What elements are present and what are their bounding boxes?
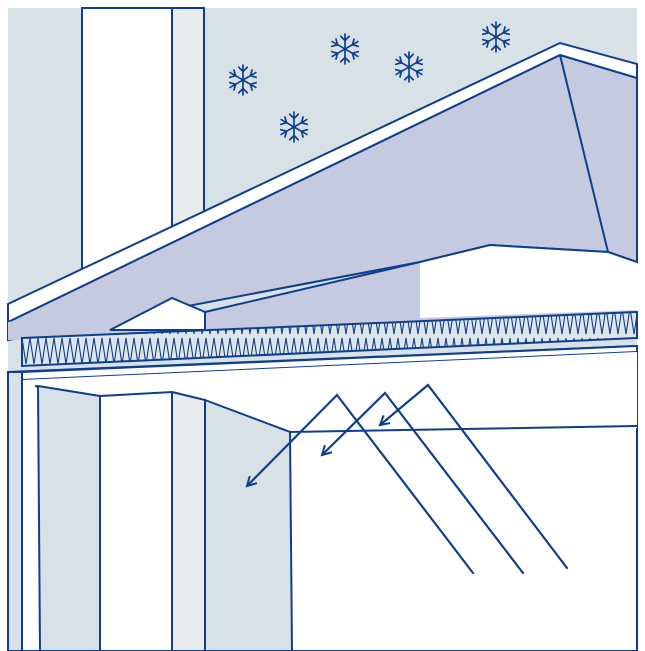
border-left-strip <box>0 0 8 651</box>
border-right-strip <box>637 0 645 651</box>
wall-panel-b <box>100 392 172 651</box>
attic-floor-light <box>420 245 637 318</box>
wall-panel-a <box>38 386 100 651</box>
wall-panel-d <box>205 400 292 651</box>
border-top-strip <box>0 0 645 8</box>
wall-panel-c <box>172 392 205 651</box>
wall-panel-left <box>8 372 22 651</box>
